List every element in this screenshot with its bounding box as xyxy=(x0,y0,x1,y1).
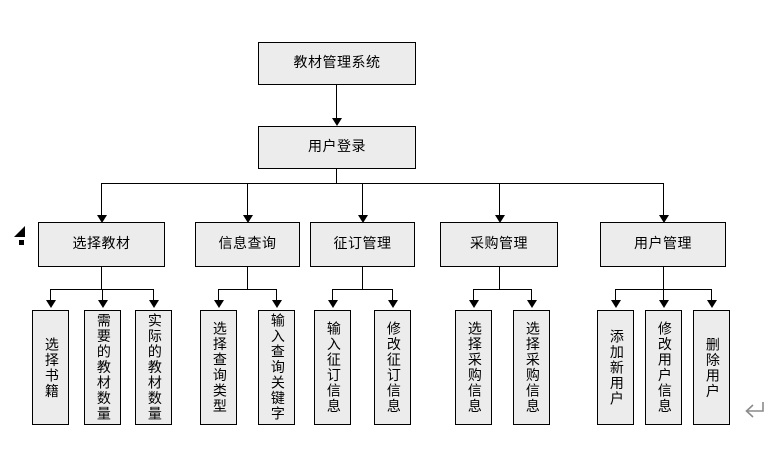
arrowhead-leaf-1 xyxy=(46,300,56,308)
arrowhead-leaf-6 xyxy=(328,300,338,308)
connector-drop-module-1 xyxy=(101,183,102,219)
connector-drop-leaf-1 xyxy=(50,289,51,303)
connector-login-stem xyxy=(336,169,337,184)
connector-group-2-stem xyxy=(247,267,248,289)
leaf-label: 选择采购信息 xyxy=(465,321,482,414)
arrowhead-leaf-10 xyxy=(611,300,621,308)
leaf-select-procurement-info-1[interactable]: 选择采购信息 xyxy=(455,310,492,425)
root-node-label: 教材管理系统 xyxy=(293,55,381,72)
selection-arrow-icon xyxy=(14,226,30,246)
connector-drop-leaf-12 xyxy=(711,289,712,303)
connector-drop-leaf-2 xyxy=(102,289,103,303)
module-user-management[interactable]: 用户管理 xyxy=(600,222,726,267)
leaf-select-procurement-info-2[interactable]: 选择采购信息 xyxy=(513,310,550,425)
connector-drop-leaf-3 xyxy=(153,289,154,303)
arrowhead-leaf-5 xyxy=(272,300,282,308)
connector-drop-leaf-11 xyxy=(663,289,664,303)
connector-group-4-stem xyxy=(499,267,500,289)
connector-root-to-login xyxy=(336,85,337,120)
arrowhead-leaf-12 xyxy=(707,300,717,308)
arrowhead-leaf-9 xyxy=(527,300,537,308)
leaf-label: 修改用户信息 xyxy=(655,321,672,414)
leaf-actual-textbook-quantity[interactable]: 实际的教材数量 xyxy=(135,310,172,425)
leaf-label: 输入征订信息 xyxy=(324,321,341,414)
selection-arrow-triangle xyxy=(14,226,25,237)
arrowhead-module-2 xyxy=(243,215,253,223)
leaf-select-books[interactable]: 选择书籍 xyxy=(32,310,69,425)
leaf-label: 需要的教材数量 xyxy=(94,313,111,422)
leaf-enter-query-keyword[interactable]: 输入查询关键字 xyxy=(258,310,295,425)
leaf-label: 删除用户 xyxy=(703,336,720,399)
connector-drop-leaf-7 xyxy=(392,289,393,303)
connector-group-1-stem xyxy=(101,267,102,289)
connector-group-2-bus xyxy=(218,289,276,290)
arrowhead-module-1 xyxy=(97,215,107,223)
connector-drop-module-3 xyxy=(362,183,363,219)
connector-drop-module-5 xyxy=(663,183,664,219)
leaf-enter-subscription-info[interactable]: 输入征订信息 xyxy=(314,310,351,425)
arrowhead-leaf-7 xyxy=(388,300,398,308)
arrowhead-login xyxy=(332,118,342,126)
connector-group-5-stem xyxy=(663,267,664,289)
module-procurement-management[interactable]: 采购管理 xyxy=(440,222,558,267)
arrowhead-module-4 xyxy=(495,215,505,223)
connector-group-3-stem xyxy=(362,267,363,289)
leaf-label: 选择采购信息 xyxy=(523,321,540,414)
leaf-delete-user[interactable]: 删除用户 xyxy=(693,310,730,425)
arrowhead-leaf-11 xyxy=(659,300,669,308)
arrowhead-leaf-8 xyxy=(469,300,479,308)
return-arrow-icon xyxy=(742,399,766,421)
leaf-modify-subscription-info[interactable]: 修改征订信息 xyxy=(374,310,411,425)
arrowhead-module-5 xyxy=(659,215,669,223)
arrowhead-module-3 xyxy=(358,215,368,223)
login-node[interactable]: 用户登录 xyxy=(258,126,416,169)
leaf-label: 输入查询关键字 xyxy=(268,313,285,422)
connector-group-3-bus xyxy=(332,289,392,290)
arrowhead-leaf-2 xyxy=(98,300,108,308)
connector-drop-module-4 xyxy=(499,183,500,219)
connector-drop-leaf-8 xyxy=(473,289,474,303)
connector-drop-leaf-9 xyxy=(531,289,532,303)
connector-group-4-bus xyxy=(473,289,531,290)
module-label: 用户管理 xyxy=(634,236,692,253)
arrowhead-leaf-4 xyxy=(214,300,224,308)
module-label: 选择教材 xyxy=(72,236,131,253)
leaf-label: 选择书籍 xyxy=(42,336,59,399)
connector-module-bus xyxy=(101,183,664,184)
leaf-add-new-user[interactable]: 添加新用户 xyxy=(597,310,634,425)
connector-drop-leaf-5 xyxy=(276,289,277,303)
selection-arrow-dot xyxy=(19,240,24,245)
module-label: 征订管理 xyxy=(333,236,392,253)
connector-drop-leaf-6 xyxy=(332,289,333,303)
connector-group-1-bus xyxy=(50,289,153,290)
leaf-label: 实际的教材数量 xyxy=(145,313,162,422)
login-node-label: 用户登录 xyxy=(308,139,366,156)
leaf-label: 修改征订信息 xyxy=(384,321,401,414)
leaf-modify-user-info[interactable]: 修改用户信息 xyxy=(645,310,682,425)
leaf-label: 选择查询类型 xyxy=(210,321,227,414)
connector-drop-module-2 xyxy=(247,183,248,219)
connector-drop-leaf-4 xyxy=(218,289,219,303)
leaf-select-query-type[interactable]: 选择查询类型 xyxy=(200,310,237,425)
leaf-required-textbook-quantity[interactable]: 需要的教材数量 xyxy=(84,310,121,425)
module-subscription-management[interactable]: 征订管理 xyxy=(310,222,415,267)
module-information-query[interactable]: 信息查询 xyxy=(195,222,300,267)
connector-drop-leaf-10 xyxy=(615,289,616,303)
module-label: 采购管理 xyxy=(470,236,528,253)
leaf-label: 添加新用户 xyxy=(607,328,624,407)
arrowhead-leaf-3 xyxy=(149,300,159,308)
module-select-textbook[interactable]: 选择教材 xyxy=(38,222,165,267)
module-label: 信息查询 xyxy=(218,236,277,253)
root-node[interactable]: 教材管理系统 xyxy=(258,42,416,85)
